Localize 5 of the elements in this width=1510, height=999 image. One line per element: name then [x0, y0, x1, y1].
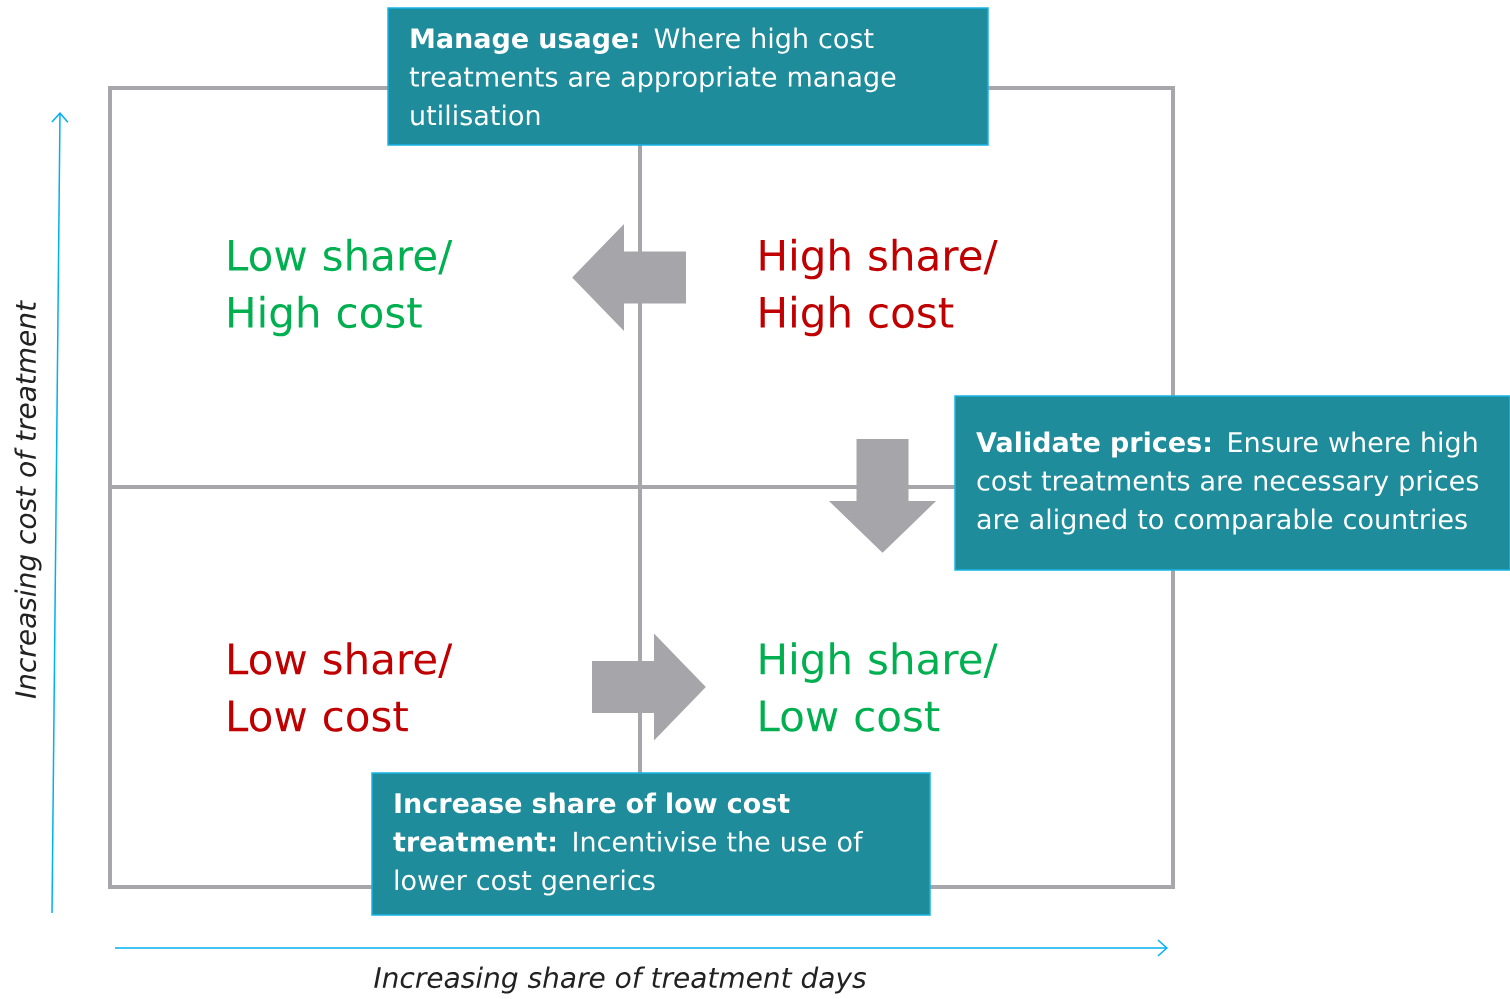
axis-label: Increasing share of treatment days — [374, 966, 867, 994]
strategy-box: Validate prices: Ensure where high cost treatments are necessary prices are aligned to comparable countries — [954, 395, 1510, 571]
axis-label: Increasing cost of treatment — [14, 300, 42, 699]
strategy-box: Increase share of low cost treatment: Incentivise the use of lower cost generics — [371, 772, 931, 916]
strategy-box: Manage usage: Where high cost treatments are appropriate manage utilisation — [387, 7, 989, 146]
